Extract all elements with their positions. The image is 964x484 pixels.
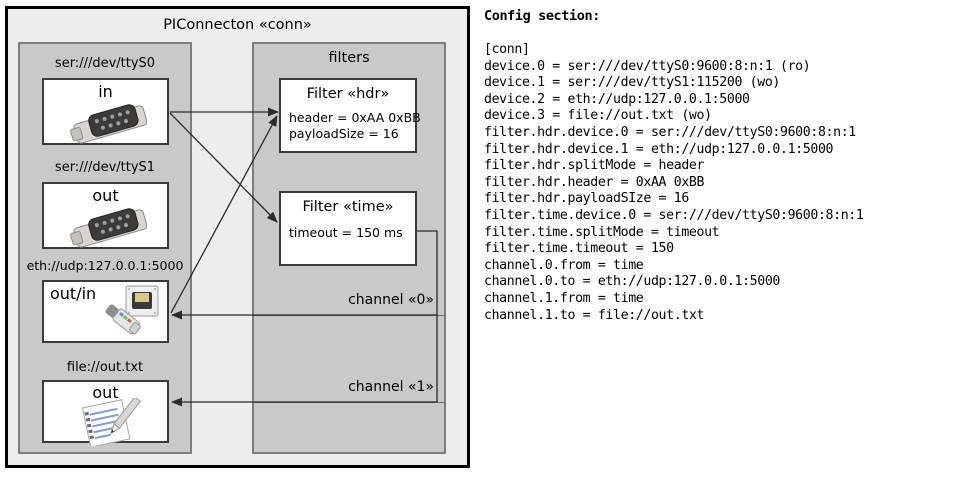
device-direction-file: out: [92, 383, 119, 402]
device-label-ttyS0: ser:///dev/ttyS0: [54, 56, 156, 71]
filter-box-hdr[interactable]: Filter «hdr» header = 0xAA 0xBB payloadS…: [279, 78, 421, 153]
filter-box-time[interactable]: Filter «time» timeout = 150 ms: [279, 191, 417, 266]
channel-label-0: channel «0»: [348, 292, 434, 308]
filter-attr-time-timeout: timeout = 150 ms: [289, 225, 403, 240]
device-direction-ttyS0: in: [98, 82, 113, 101]
config-line: filter.hdr.splitMode = header: [484, 158, 705, 174]
device-label-eth: eth://udp:127.0.0.1:5000: [26, 258, 184, 273]
config-line: filter.time.timeout = 150: [484, 241, 674, 257]
config-line: filter.hdr.payloadSIze = 16: [484, 191, 689, 207]
config-heading: Config section:: [484, 8, 600, 24]
config-line: filter.hdr.device.0 = ser:///dev/ttyS0:9…: [484, 124, 856, 140]
config-line: channel.0.from = time: [484, 257, 644, 273]
serial-port-icon: [70, 208, 148, 248]
filter-title-time: Filter «time»: [302, 199, 394, 215]
channel-cell-1: channel «1»: [252, 316, 446, 403]
config-line: channel.1.to = file://out.txt: [484, 307, 705, 323]
device-box-ttyS1[interactable]: out: [42, 182, 169, 249]
config-line: filter.hdr.header = 0xAA 0xBB: [484, 174, 705, 190]
filter-attr-hdr-payloadsize: payloadSize = 16: [289, 126, 399, 141]
device-box-ttyS0[interactable]: in: [42, 78, 169, 145]
config-line: [conn]: [484, 42, 530, 57]
device-box-file[interactable]: out: [42, 380, 169, 446]
serial-port-icon: [70, 104, 148, 144]
text-file-icon: [81, 398, 142, 446]
filter-attr-hdr-header: header = 0xAA 0xBB: [289, 110, 421, 125]
filter-title-hdr: Filter «hdr»: [306, 86, 390, 102]
config-line: device.1 = ser:///dev/ttyS1:115200 (wo): [484, 75, 780, 91]
config-line: channel.0.to = eth://udp:127.0.0.1:5000: [484, 274, 780, 290]
config-section: Config section: [conn]device.0 = ser:///…: [482, 0, 964, 484]
piconnecton-title: PIConnecton «conn»: [163, 17, 312, 33]
channel-label-1: channel «1»: [348, 379, 434, 395]
config-line: device.2 = eth://udp:127.0.0.1:5000: [484, 91, 750, 107]
device-label-file: file://out.txt: [66, 360, 144, 375]
device-label-ttyS1: ser:///dev/ttyS1: [54, 160, 156, 175]
ethernet-plug-icon: [105, 285, 159, 335]
config-line: filter.time.splitMode = timeout: [484, 224, 720, 240]
connection-diagram: PIConnecton «conn» ser:///dev/ttyS0 in: [0, 0, 478, 484]
config-line: filter.hdr.device.1 = eth://udp:127.0.0.…: [484, 141, 834, 157]
config-line: device.0 = ser:///dev/ttyS0:9600:8:n:1 (…: [484, 58, 811, 74]
config-line: channel.1.from = time: [484, 290, 644, 306]
config-text: [conn]device.0 = ser:///dev/ttyS0:9600:8…: [484, 42, 864, 324]
filters-group-title: filters: [328, 50, 370, 66]
device-direction-eth: out/in: [50, 284, 97, 303]
device-box-eth[interactable]: out/in: [42, 280, 169, 343]
channel-bottom-divider: [252, 402, 446, 403]
config-line: filter.time.device.0 = ser:///dev/ttyS0:…: [484, 207, 864, 223]
config-line: device.3 = file://out.txt (wo): [484, 108, 712, 124]
device-direction-ttyS1: out: [92, 186, 119, 205]
